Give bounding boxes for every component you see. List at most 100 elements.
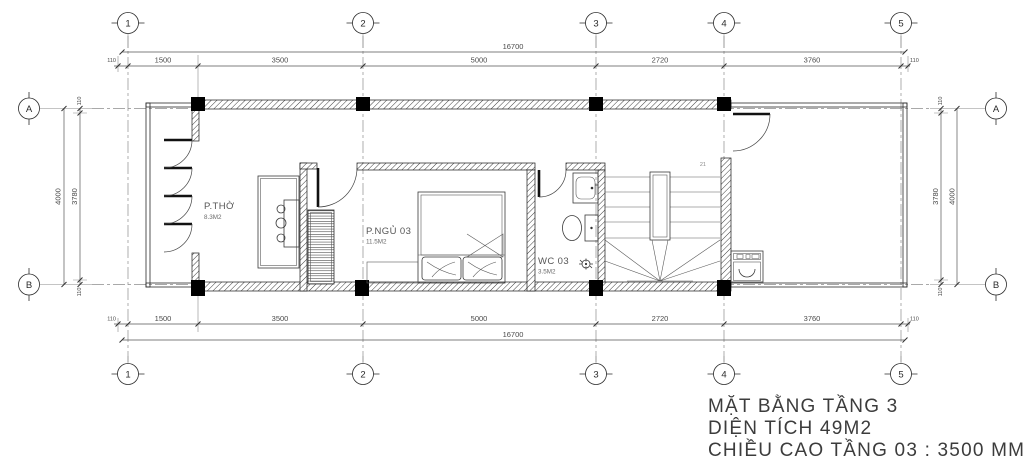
sink <box>572 172 599 204</box>
terrace-parapet-top <box>730 102 908 108</box>
grid-bubble-5-bottom <box>890 363 912 385</box>
dim-110-right-top: 110 <box>938 97 944 106</box>
room-area-pngu: 11.5M2 <box>366 239 387 246</box>
pillow-left <box>421 256 462 281</box>
washing-machine <box>730 250 764 283</box>
dim-110-bottom-left: 110 <box>107 317 116 323</box>
stair-rail <box>649 171 671 241</box>
grid-bubble-4-top <box>713 12 735 34</box>
wall-altar-room <box>299 162 308 292</box>
grid-label-2-top: 2 <box>360 19 365 30</box>
dim-2720-top: 2720 <box>652 56 669 65</box>
column-bottom-1 <box>191 280 205 296</box>
balcony-parapet-bottom <box>145 282 194 288</box>
door-terrace <box>732 112 771 152</box>
terrace-parapet-right <box>902 102 908 288</box>
dim-4000-left: 4000 <box>54 188 63 205</box>
grid-label-3-top: 3 <box>593 19 598 30</box>
bed <box>417 191 506 284</box>
grid-label-1-bottom: 1 <box>125 370 130 381</box>
column-top-4 <box>717 97 731 111</box>
incense-bowl-3 <box>276 233 286 243</box>
balcony-parapet-top <box>145 102 194 108</box>
dim-110-bottom-right: 110 <box>910 317 919 323</box>
title-line-2: DIỆN TÍCH 49M2 <box>708 417 872 439</box>
grid-bubble-2-top <box>352 12 374 34</box>
grid-label-B-left: B <box>26 280 32 291</box>
grid-label-B-right: B <box>993 280 999 291</box>
column-top-2 <box>356 97 370 111</box>
stairs: 21 <box>604 162 721 282</box>
walls <box>191 97 732 296</box>
grid-bubble-4-bottom <box>713 363 735 385</box>
terrace-parapet-bottom <box>730 282 908 288</box>
column-bottom-2 <box>355 280 369 296</box>
dim-5000-bottom: 5000 <box>471 314 488 323</box>
blanket-fold <box>465 233 504 258</box>
doors <box>163 112 771 253</box>
dim-1500-top: 1500 <box>155 56 172 65</box>
wall-bedroom-north <box>356 162 536 171</box>
grid-bubble-3-top <box>585 12 607 34</box>
incense-bowl-2 <box>275 217 287 229</box>
column-top-3 <box>589 97 603 111</box>
pillow-right <box>462 256 503 281</box>
room-area-ptho: 8.3M2 <box>204 214 222 221</box>
dim-3500-top: 3500 <box>272 56 289 65</box>
grid-bubbles-sides: A B A B <box>18 92 1007 301</box>
title-line-3: CHIỀU CAO TẦNG 03 : 3500 MM <box>708 439 1024 461</box>
dim-110-left-bottom: 110 <box>77 288 83 297</box>
grid-bubble-3-bottom <box>585 363 607 385</box>
dim-110-top-right: 110 <box>910 58 919 64</box>
folding-door-balcony <box>163 138 193 253</box>
bedroom-furniture <box>366 191 506 284</box>
grid-bubble-1-top <box>117 12 139 34</box>
grid-bubble-B-right <box>985 273 1007 296</box>
stair-winders <box>604 239 721 282</box>
dimensions-right: 3780 4000 110 110 <box>931 97 960 296</box>
shower-valve <box>579 258 593 270</box>
grid-bubble-1-bottom <box>117 363 139 385</box>
dim-4000-right: 4000 <box>948 188 957 205</box>
column-bottom-4 <box>717 280 731 296</box>
toilet <box>562 214 599 242</box>
grid-bubble-A-left <box>18 97 40 120</box>
dim-3780-left: 3780 <box>70 188 79 205</box>
room-name-ptho: P.THỜ <box>204 201 235 212</box>
parapets <box>145 102 908 288</box>
dim-1500-bottom: 1500 <box>155 314 172 323</box>
incense-bowl-1 <box>276 204 286 214</box>
wall-west-stub-top <box>191 109 200 142</box>
dim-3500-bottom: 3500 <box>272 314 289 323</box>
balcony-parapet-left <box>145 102 151 288</box>
title-block: MẶT BẰNG TẦNG 3 DIỆN TÍCH 49M2 CHIỀU CAO… <box>708 395 1024 461</box>
dim-3760-top: 3760 <box>804 56 821 65</box>
wardrobe <box>307 209 335 285</box>
columns <box>191 97 731 296</box>
dim-overall-top: 16700 <box>503 42 524 51</box>
grid-label-A-left: A <box>26 104 33 115</box>
grid-label-A-right: A <box>993 104 1000 115</box>
grid-label-1-top: 1 <box>125 19 130 30</box>
grid-stems <box>40 34 985 363</box>
grid-bubbles-bottom: 1 2 3 4 5 <box>111 363 918 385</box>
dim-3780-right: 3780 <box>931 188 940 205</box>
grid-label-2-bottom: 2 <box>360 370 365 381</box>
dim-110-top-left: 110 <box>107 58 116 64</box>
grid-label-3-bottom: 3 <box>593 370 598 381</box>
altar-furniture <box>257 175 335 285</box>
room-labels: P.THỜ 8.3M2 P.NGỦ 03 11.5M2 WC 03 3.5M2 <box>204 201 569 276</box>
dim-110-left-top: 110 <box>77 97 83 106</box>
dim-2720-bottom: 2720 <box>652 314 669 323</box>
wall-north <box>192 99 732 110</box>
wall-hall-stub <box>299 162 318 170</box>
dimensions-bottom: 110 1500 3500 5000 2720 3760 110 16700 <box>107 296 919 343</box>
wall-wc-north <box>565 162 606 171</box>
altar-inner <box>283 199 300 248</box>
column-top-1 <box>191 97 205 111</box>
dimensions-top: 16700 110 1500 3500 5000 2720 3760 110 <box>107 42 919 98</box>
bedside-platform <box>366 261 419 284</box>
grid-label-5-top: 5 <box>898 19 903 30</box>
grid-label-5-bottom: 5 <box>898 370 903 381</box>
